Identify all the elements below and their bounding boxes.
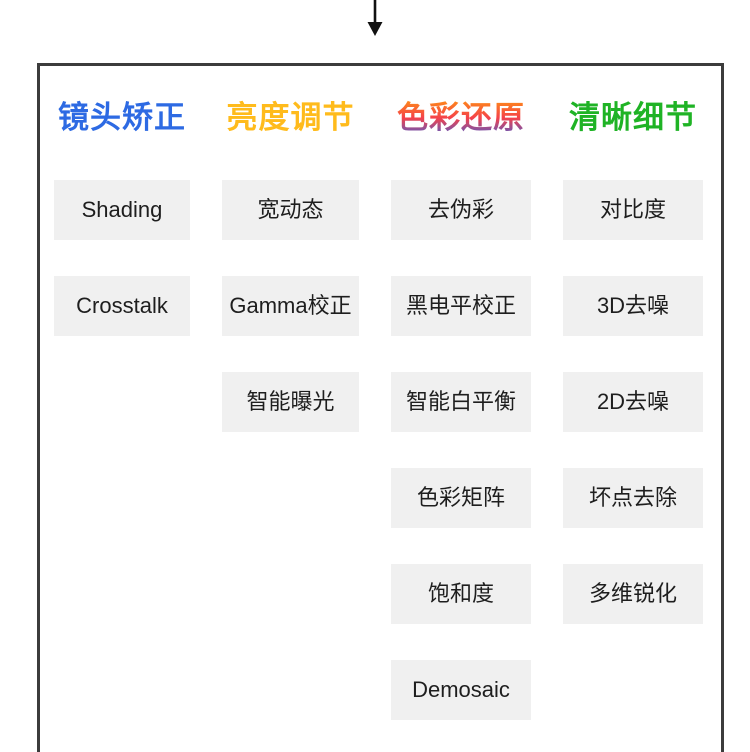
column-title: 清晰细节 bbox=[569, 100, 697, 135]
feature-item: 2D去噪 bbox=[563, 372, 703, 432]
feature-item: Demosaic bbox=[391, 660, 531, 720]
feature-item: 3D去噪 bbox=[563, 276, 703, 336]
feature-item: 多维锐化 bbox=[563, 564, 703, 624]
down-arrow-icon bbox=[367, 0, 383, 36]
feature-item: Gamma校正 bbox=[222, 276, 359, 336]
feature-item: 宽动态 bbox=[222, 180, 359, 240]
feature-item: Crosstalk bbox=[54, 276, 190, 336]
feature-column-color-restore: 色彩还原 去伪彩 黑电平校正 智能白平衡 色彩矩阵 饱和度 Demosaic bbox=[391, 96, 531, 752]
column-title: 亮度调节 bbox=[226, 100, 355, 135]
feature-item: 智能白平衡 bbox=[391, 372, 531, 432]
isp-feature-panel: 镜头矫正 Shading Crosstalk 亮度调节 宽动态 Gamma校正 … bbox=[37, 63, 724, 752]
feature-item: 饱和度 bbox=[391, 564, 531, 624]
feature-item: 智能曝光 bbox=[222, 372, 359, 432]
feature-item: 坏点去除 bbox=[563, 468, 703, 528]
column-title: 镜头矫正 bbox=[58, 100, 186, 135]
feature-item: 对比度 bbox=[563, 180, 703, 240]
feature-column-brightness: 亮度调节 宽动态 Gamma校正 智能曝光 bbox=[222, 96, 359, 468]
feature-item: Shading bbox=[54, 180, 190, 240]
column-title: 色彩还原 bbox=[391, 96, 531, 140]
feature-column-detail-clarity: 清晰细节 对比度 3D去噪 2D去噪 坏点去除 多维锐化 bbox=[563, 96, 703, 660]
feature-item: 黑电平校正 bbox=[391, 276, 531, 336]
feature-column-lens-correction: 镜头矫正 Shading Crosstalk bbox=[54, 96, 190, 372]
feature-item: 去伪彩 bbox=[391, 180, 531, 240]
feature-item: 色彩矩阵 bbox=[391, 468, 531, 528]
